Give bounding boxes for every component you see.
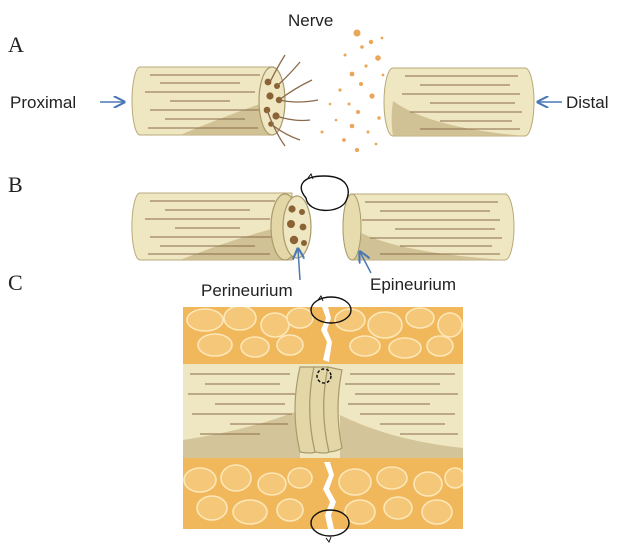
suture-loop-b — [301, 176, 348, 210]
nerve-label: Nerve — [288, 11, 333, 30]
proximal-nerve-stump — [132, 55, 318, 146]
perineurium-label: Perineurium — [201, 281, 293, 300]
degenerated-particles — [321, 30, 390, 153]
distal-nerve-stump-b — [343, 194, 514, 260]
panel-label-c: C — [8, 270, 23, 295]
distal-nerve-stump — [384, 68, 534, 136]
panel-label-b: B — [8, 172, 23, 197]
distal-label: Distal — [566, 93, 609, 112]
repaired-nerve — [183, 364, 463, 458]
panel-label-a: A — [8, 32, 24, 57]
proximal-nerve-stump-b — [132, 193, 311, 260]
perineurium-cut-face — [283, 196, 311, 258]
epineurium-label: Epineurium — [370, 275, 456, 294]
proximal-label: Proximal — [10, 93, 76, 112]
